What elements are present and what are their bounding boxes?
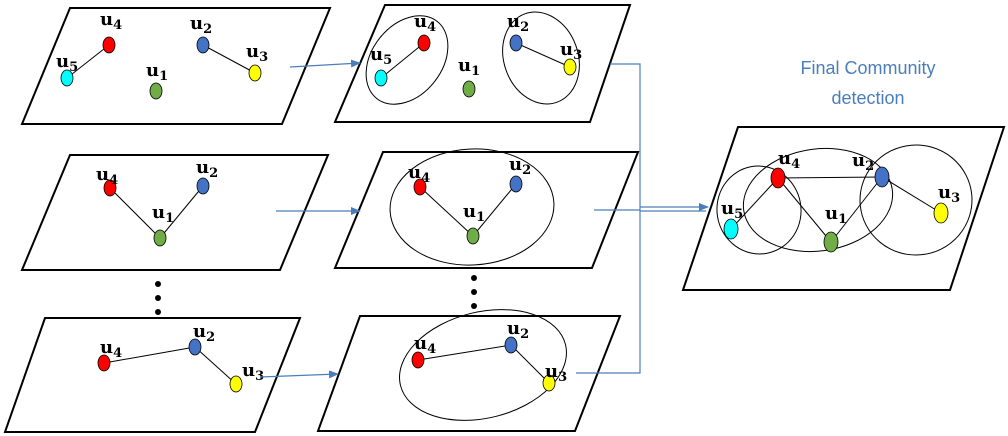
label-u5: u5 [370, 44, 392, 68]
edge-u2-u3 [510, 344, 550, 384]
node-u2 [196, 177, 210, 195]
plane [681, 126, 1006, 291]
label-u5: u5 [721, 198, 743, 222]
label-u3: u3 [545, 361, 567, 385]
label-u2: u2 [196, 157, 218, 181]
label-u4: u4 [414, 333, 436, 357]
node-u4 [770, 167, 786, 189]
node-u3 [229, 375, 243, 393]
label-u2: u2 [507, 11, 529, 35]
edge-u4-u1 [777, 177, 832, 243]
plane [20, 7, 332, 125]
arrow-layer1-to-detected1 [289, 59, 361, 68]
node-u5 [723, 218, 739, 240]
label-u1: u1 [152, 202, 174, 226]
node-u1 [462, 80, 476, 98]
edge-u2-u3 [881, 176, 942, 214]
label-u4: u4 [778, 148, 800, 172]
label-u4: u4 [100, 337, 122, 361]
label-u4: u4 [100, 9, 122, 33]
community-ring-u4-u2-u3 [399, 309, 567, 421]
node-u2 [509, 175, 523, 193]
detected-layer-n: u4 u2 u3 [316, 309, 622, 432]
node-u2 [196, 36, 210, 54]
final-title-line-1: Final Community [800, 58, 935, 78]
node-u3 [248, 64, 262, 82]
label-u1: u1 [463, 201, 485, 225]
node-u4 [413, 178, 427, 196]
plane [20, 154, 330, 271]
node-u1 [153, 229, 167, 247]
label-u4: u4 [408, 162, 430, 186]
plane [333, 4, 632, 123]
label-u3: u3 [246, 41, 268, 65]
node-u2 [509, 34, 523, 52]
node-u1 [823, 231, 839, 253]
ellipsis-dots-left [155, 281, 161, 315]
merge-connector [576, 63, 641, 374]
node-u5 [60, 69, 74, 87]
label-u5: u5 [56, 51, 78, 75]
detected-layer-2: u4 u2 u1 [333, 148, 640, 269]
edge-u4-u2 [417, 344, 512, 361]
label-u1: u1 [825, 203, 847, 227]
edge-u2-u1 [159, 185, 204, 239]
node-u2 [504, 336, 518, 354]
plane [333, 151, 640, 269]
plane [3, 317, 302, 433]
edge-u2-u1 [472, 183, 517, 237]
input-layer-n: u4 u2 u3 [3, 317, 302, 433]
label-u4: u4 [414, 11, 436, 35]
edge-u4-u1 [109, 187, 161, 239]
label-u2: u2 [509, 154, 531, 178]
node-u3 [542, 374, 556, 392]
edge-u2-u3 [202, 44, 256, 74]
label-u3: u3 [242, 360, 264, 384]
community-ring-u4-u5 [365, 15, 449, 105]
edge-u5-u4 [730, 177, 779, 230]
label-u3: u3 [938, 182, 960, 206]
node-u4 [103, 179, 117, 197]
node-u4 [97, 354, 111, 372]
edge-u5-u4 [66, 44, 110, 79]
input-layer-2: u4 u2 u1 [20, 154, 330, 271]
label-u2: u2 [193, 321, 215, 345]
edge-u2-u1 [830, 176, 883, 243]
arrow-layern-to-detectedn [259, 370, 339, 379]
community-ring-u4-u2-u1 [389, 148, 555, 266]
node-u4 [102, 36, 116, 54]
plane [316, 315, 622, 432]
label-u3: u3 [560, 39, 582, 63]
label-u1: u1 [458, 55, 480, 79]
ellipsis-dots-middle [471, 275, 477, 309]
node-u2 [188, 338, 202, 356]
community-ring-u4-u1-u2 [742, 147, 894, 253]
edge-u2-u3 [515, 42, 571, 68]
label-u2: u2 [507, 318, 529, 342]
node-u3 [933, 202, 949, 224]
edge-u4-u1 [419, 186, 474, 237]
node-u1 [466, 227, 480, 245]
label-u2: u2 [190, 13, 212, 37]
label-u4: u4 [96, 164, 118, 188]
node-u2 [874, 166, 890, 188]
node-u4 [411, 351, 425, 369]
edge-u4-u2 [103, 346, 196, 364]
final-community-layer: u4 u5 u1 u2 u3 [681, 126, 1006, 291]
community-ring-u5-u4 [716, 165, 802, 255]
input-layer-1: u4 u5 u1 u2 u3 [20, 7, 332, 125]
edge-u2-u3 [194, 346, 237, 385]
edge-u5-u4 [380, 42, 425, 79]
detected-layer-1: u4 u5 u1 u2 u3 [333, 4, 632, 123]
node-u3 [563, 58, 577, 76]
community-ring-u2-u3 [502, 11, 580, 105]
label-u1: u1 [146, 60, 168, 84]
edge-u4-u2 [777, 176, 883, 179]
node-u5 [374, 69, 388, 87]
node-u4 [417, 34, 431, 52]
label-u2: u2 [852, 150, 874, 174]
final-title-line-2: detection [831, 88, 904, 108]
node-u1 [149, 82, 163, 100]
